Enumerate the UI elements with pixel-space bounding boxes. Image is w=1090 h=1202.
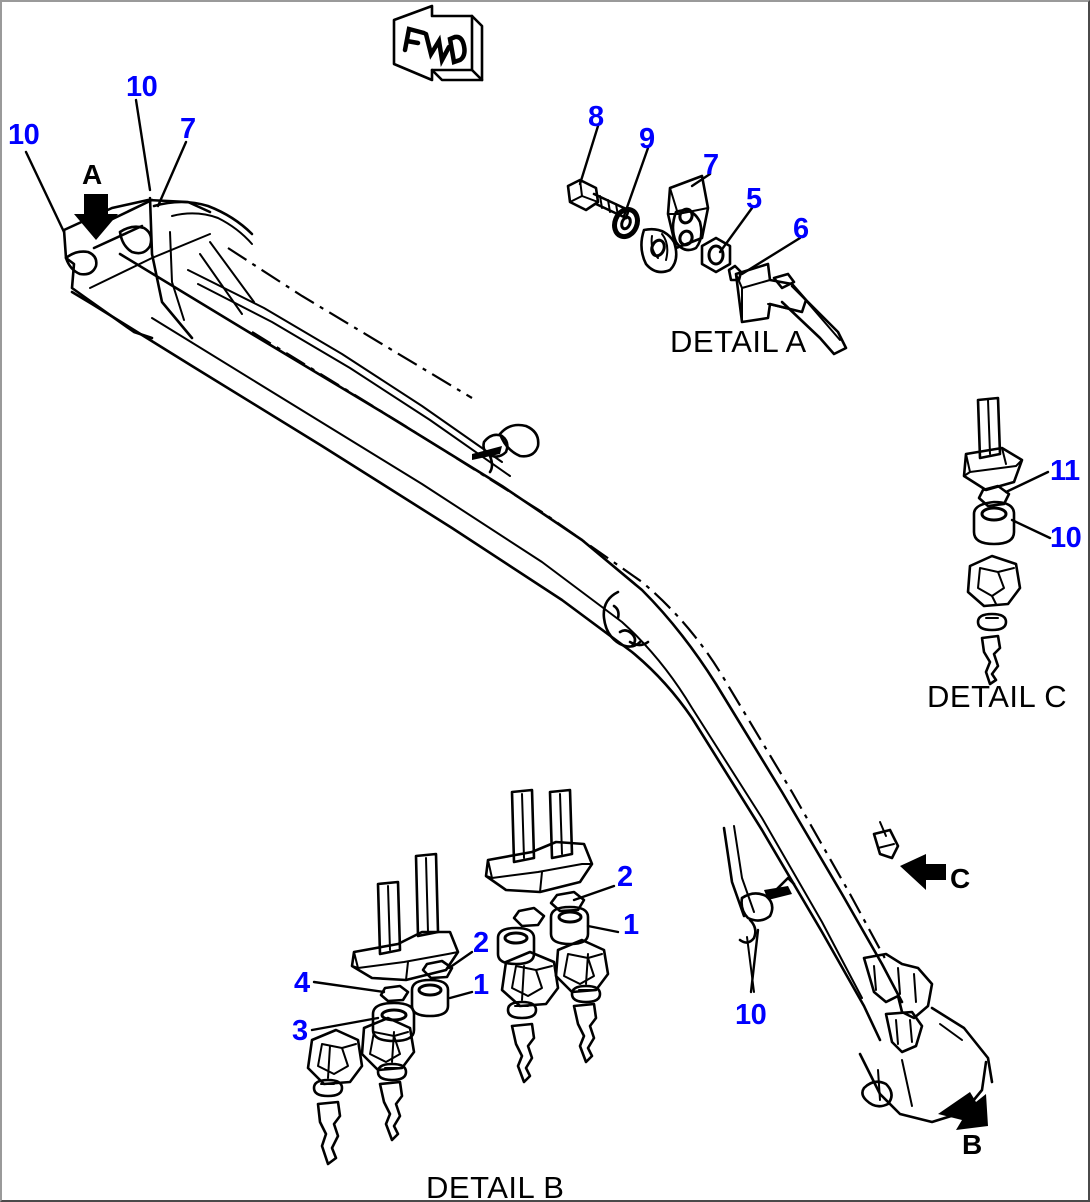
leader-line-a-7 xyxy=(690,172,712,188)
detail-c-title: DETAIL C xyxy=(927,679,1067,714)
part-1-collar-right xyxy=(549,905,590,946)
part-2-o-ring-inner xyxy=(421,959,454,980)
detail-b-nut-cluster-right xyxy=(500,938,610,1084)
leader-line-b-1-mid xyxy=(448,990,474,1000)
leader-line-main-10-lower xyxy=(749,928,760,994)
part-5-nut xyxy=(700,236,732,274)
leader-line-main-10-left xyxy=(24,150,66,234)
detail-b-pipe-pair-left xyxy=(350,852,460,982)
boom-mid-pivot xyxy=(472,423,540,474)
section-label-c: C xyxy=(950,863,970,894)
detail-a-clamp-half xyxy=(640,227,678,274)
leader-line-b-2-right xyxy=(572,884,616,902)
leader-line-a-5 xyxy=(718,206,754,254)
section-arrow-a: A xyxy=(74,159,118,240)
section-label-a: A xyxy=(82,159,102,190)
detail-a-group: 8 9 7 5 6 DETAIL A xyxy=(566,101,848,359)
callout-a-8[interactable]: 8 xyxy=(588,101,605,133)
callout-b-2-mid[interactable]: 2 xyxy=(473,927,489,959)
part-2-o-ring-mid xyxy=(512,906,546,928)
callout-b-3[interactable]: 3 xyxy=(292,1015,309,1047)
part-7-clamp-block xyxy=(666,174,710,252)
callout-a-9[interactable]: 9 xyxy=(639,123,656,155)
leader-line-c-11 xyxy=(1004,470,1050,494)
detail-c-bolt xyxy=(980,634,1002,686)
part-6-small-washer xyxy=(727,264,743,282)
callout-a-5[interactable]: 5 xyxy=(746,183,763,215)
callout-c-10[interactable]: 10 xyxy=(1050,522,1082,554)
part-4-o-ring xyxy=(379,984,410,1003)
leader-line-a-6 xyxy=(740,236,802,276)
leader-line-b-1-right xyxy=(586,924,620,934)
detail-b-nut-cluster-left xyxy=(306,1016,416,1166)
detail-b-pipe-pair-right xyxy=(484,788,594,894)
leader-line-main-10-upper xyxy=(134,98,152,192)
section-label-b: B xyxy=(962,1129,982,1160)
detail-b-group: 2 1 2 1 4 3 DETAIL B xyxy=(292,788,640,1202)
leader-line-b-3 xyxy=(310,1016,380,1032)
part-1-collar-inner xyxy=(410,978,450,1018)
leader-line-b-4 xyxy=(312,980,386,994)
callout-c-11[interactable]: 11 xyxy=(1050,455,1081,487)
leader-line-a-9 xyxy=(622,146,650,218)
callout-b-4[interactable]: 4 xyxy=(294,967,311,999)
callout-b-1-right[interactable]: 1 xyxy=(623,909,640,941)
boom-lower-clamp-10 xyxy=(722,825,796,993)
main-callouts-group: 10 10 7 10 xyxy=(8,71,767,1031)
detail-c-washer xyxy=(976,612,1008,632)
fwd-arrow-sign xyxy=(392,4,484,82)
leader-line-main-7 xyxy=(156,140,188,208)
callout-a-6[interactable]: 6 xyxy=(793,213,810,245)
leader-line-b-2-mid xyxy=(447,950,474,970)
boom-surface-detail xyxy=(602,590,650,648)
callout-b-2-right[interactable]: 2 xyxy=(617,861,633,893)
detail-a-mounting-bracket xyxy=(734,262,848,356)
callout-main-7[interactable]: 7 xyxy=(180,113,196,145)
detail-c-nut-block xyxy=(966,554,1022,608)
detail-c-group: 11 10 DETAIL C xyxy=(927,396,1082,714)
callout-main-10-lower[interactable]: 10 xyxy=(735,999,767,1031)
leader-line-a-8 xyxy=(578,124,600,186)
section-arrow-b: B xyxy=(938,1092,988,1160)
part-10-collar xyxy=(972,500,1016,546)
leader-line-c-10 xyxy=(1010,518,1052,540)
detail-a-title: DETAIL A xyxy=(670,324,807,359)
boom-tip-bracket-bosses xyxy=(862,952,934,1054)
detail-c-pipe-flange xyxy=(962,396,1024,492)
boom-section-c-bolt xyxy=(872,821,900,860)
detail-b-title: DETAIL B xyxy=(426,1170,564,1202)
section-arrow-c: C xyxy=(900,854,970,894)
main-boom-arm-drawing xyxy=(62,196,994,1124)
callout-main-10-upper[interactable]: 10 xyxy=(126,71,158,103)
callout-b-1-mid[interactable]: 1 xyxy=(473,969,490,1001)
callout-main-10-left[interactable]: 10 xyxy=(8,119,40,151)
part-2-o-ring-right xyxy=(549,890,586,913)
callout-a-7[interactable]: 7 xyxy=(703,149,719,181)
part-9-washer xyxy=(612,206,640,240)
